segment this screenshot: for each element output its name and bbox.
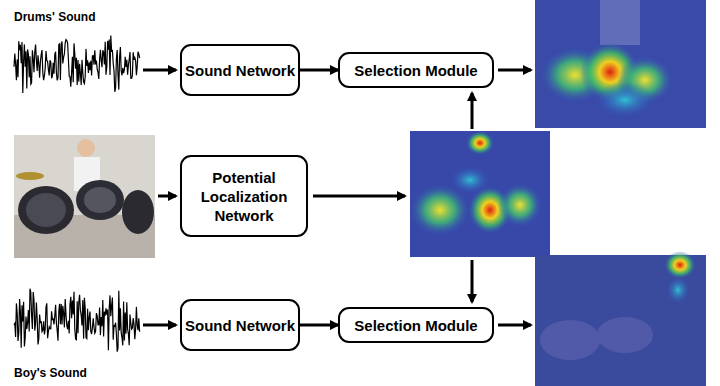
box-label: Selection Module — [354, 61, 477, 80]
process-box: Sound Network — [180, 44, 300, 96]
heatmap — [535, 251, 706, 386]
waveform — [14, 36, 140, 94]
input-label: Drums' Sound — [14, 10, 96, 24]
waveform — [14, 289, 140, 352]
process-box: Potential Localization Network — [180, 155, 308, 237]
heatmap — [410, 131, 550, 257]
flow-arrows — [143, 70, 531, 325]
flow-arrow — [300, 324, 338, 327]
box-label: Sound Network — [185, 316, 295, 335]
process-box: Selection Module — [338, 52, 494, 88]
box-label: Selection Module — [354, 316, 477, 335]
process-box: Sound Network — [180, 299, 300, 351]
input-label: Boy's Sound — [14, 366, 87, 380]
process-box: Selection Module — [338, 307, 494, 343]
heatmap — [535, 0, 706, 128]
box-label: Potential Localization Network — [182, 168, 306, 225]
box-label: Sound Network — [185, 61, 295, 80]
input-photo — [14, 135, 155, 258]
flow-arrow — [300, 69, 338, 72]
